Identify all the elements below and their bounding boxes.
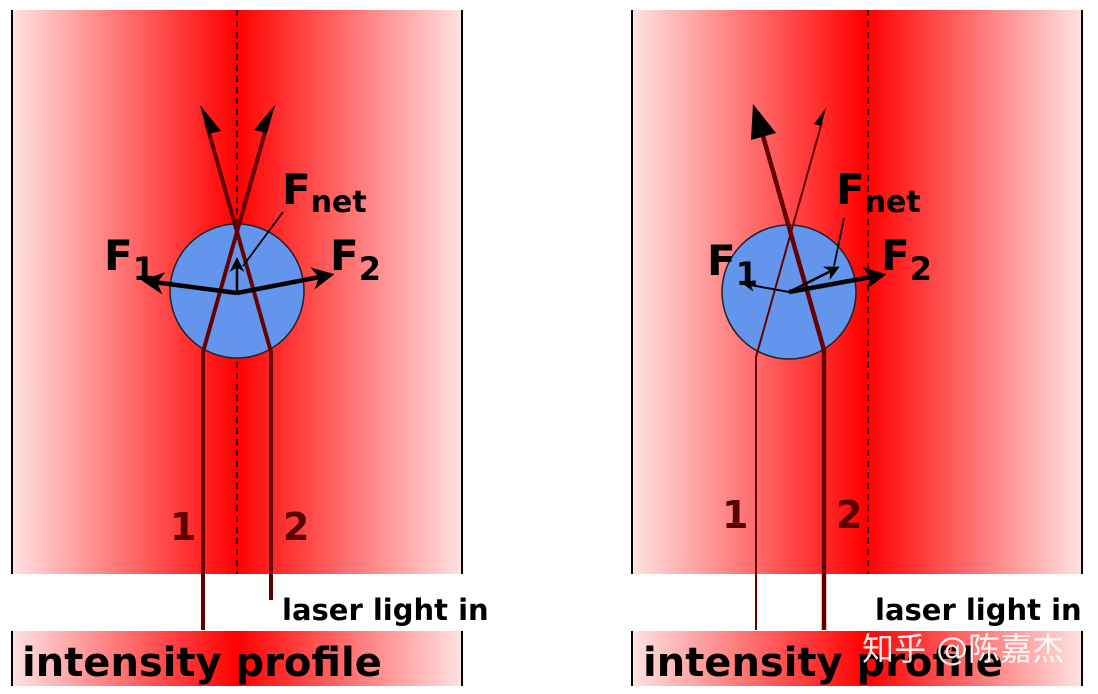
f2-label: F2: [881, 231, 932, 288]
intensity-profile-label: intensity profile: [643, 640, 1003, 686]
laser-light-in-label: laser light in: [875, 593, 1082, 627]
fnet-pointer: [242, 211, 284, 267]
fnet-pointer: [833, 217, 845, 267]
ray-1-label: 1: [170, 505, 196, 549]
watermark: 知乎 @陈嘉杰: [862, 630, 1064, 668]
intensity-profile-label: intensity profile: [22, 640, 382, 686]
force-fnet-arrow: [788, 266, 840, 294]
laser-beam-field: [632, 10, 1082, 574]
ray-1: [755, 121, 823, 630]
force-f2-arrow: [788, 267, 887, 295]
ray-2-label: 2: [836, 493, 862, 537]
ray-2: [204, 121, 273, 600]
f2-label: F2: [330, 231, 381, 288]
laser-light-in-label: laser light in: [282, 593, 489, 627]
ray-2-arrowhead: [751, 104, 776, 140]
f1-label: F1: [104, 231, 155, 288]
diagram-centered: Fnet F1 F2 1 2 laser light in intensity …: [11, 10, 489, 686]
ray-1-label: 1: [722, 493, 748, 537]
intensity-profile-bar: [632, 631, 1082, 686]
diagram-off-center: Fnet F1 F2 1 2 laser light in intensity …: [631, 10, 1083, 686]
force-f2-arrow: [236, 267, 335, 296]
fnet-label: Fnet: [836, 165, 921, 220]
force-f1-arrow: [742, 279, 790, 293]
ray-1-arrowhead: [814, 108, 826, 126]
force-f1-arrow: [141, 272, 238, 296]
ray-2: [756, 121, 827, 630]
ray-1: [201, 121, 270, 630]
fnet-label: Fnet: [282, 165, 367, 220]
ray-2-arrowhead: [200, 105, 221, 134]
ray-2-label: 2: [283, 505, 309, 549]
intensity-profile-bar: [12, 631, 462, 686]
f1-label: F1: [707, 236, 758, 293]
ray-1-arrowhead: [254, 105, 275, 133]
